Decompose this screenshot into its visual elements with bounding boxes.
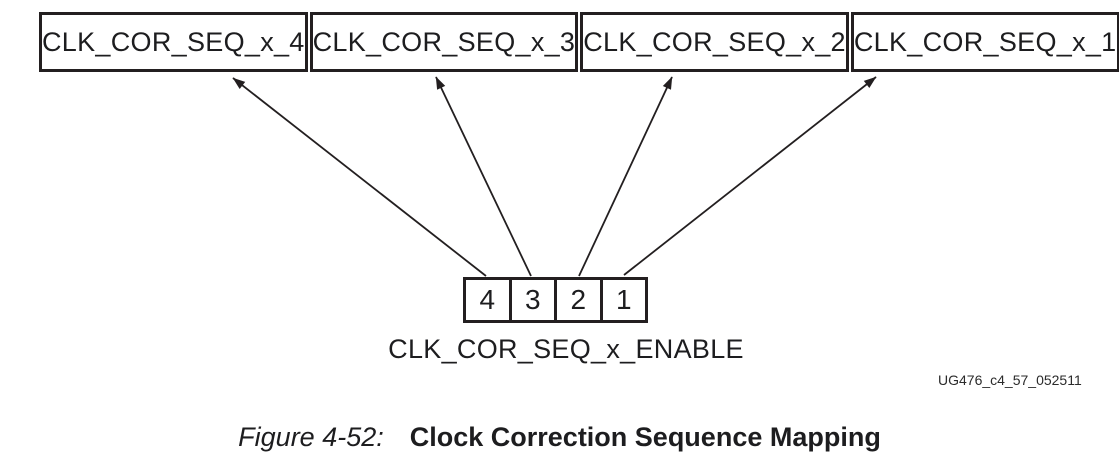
enable-bit-2: 2 <box>554 280 600 320</box>
figure-title: Clock Correction Sequence Mapping <box>409 422 881 452</box>
seq-box-1-label: CLK_COR_SEQ_x_1 <box>853 26 1117 57</box>
seq-box-4-label: CLK_COR_SEQ_x_4 <box>42 26 305 57</box>
enable-register: 4 3 2 1 <box>463 277 648 323</box>
seq-box-4: CLK_COR_SEQ_x_4 <box>39 12 308 72</box>
enable-register-label: CLK_COR_SEQ_x_ENABLE <box>388 334 744 364</box>
enable-bit-1: 1 <box>599 280 646 320</box>
seq-box-3: CLK_COR_SEQ_x_3 <box>309 12 579 72</box>
enable-bit-4: 4 <box>479 284 496 315</box>
seq-box-3-label: CLK_COR_SEQ_x_3 <box>312 26 576 57</box>
arrow-bit4-to-seq4 <box>232 77 487 277</box>
figure-caption: Figure 4-52: Clock Correction Sequence Ma… <box>0 420 1119 454</box>
seq-box-2: CLK_COR_SEQ_x_2 <box>580 12 849 72</box>
seq-register-row: CLK_COR_SEQ_x_4 CLK_COR_SEQ_x_3 CLK_COR_… <box>39 12 1119 72</box>
figure-watermark: UG476_c4_57_052511 <box>938 372 1082 388</box>
arrow-bit2-to-seq2 <box>578 76 673 277</box>
seq-box-2-label: CLK_COR_SEQ_x_2 <box>583 26 846 57</box>
enable-bit-3: 3 <box>508 280 555 320</box>
figure-number-label: Figure 4-52: <box>238 422 384 452</box>
arrow-bit3-to-seq3 <box>435 76 532 277</box>
seq-box-1: CLK_COR_SEQ_x_1 <box>850 12 1119 72</box>
arrow-bit1-to-seq1 <box>623 76 877 276</box>
